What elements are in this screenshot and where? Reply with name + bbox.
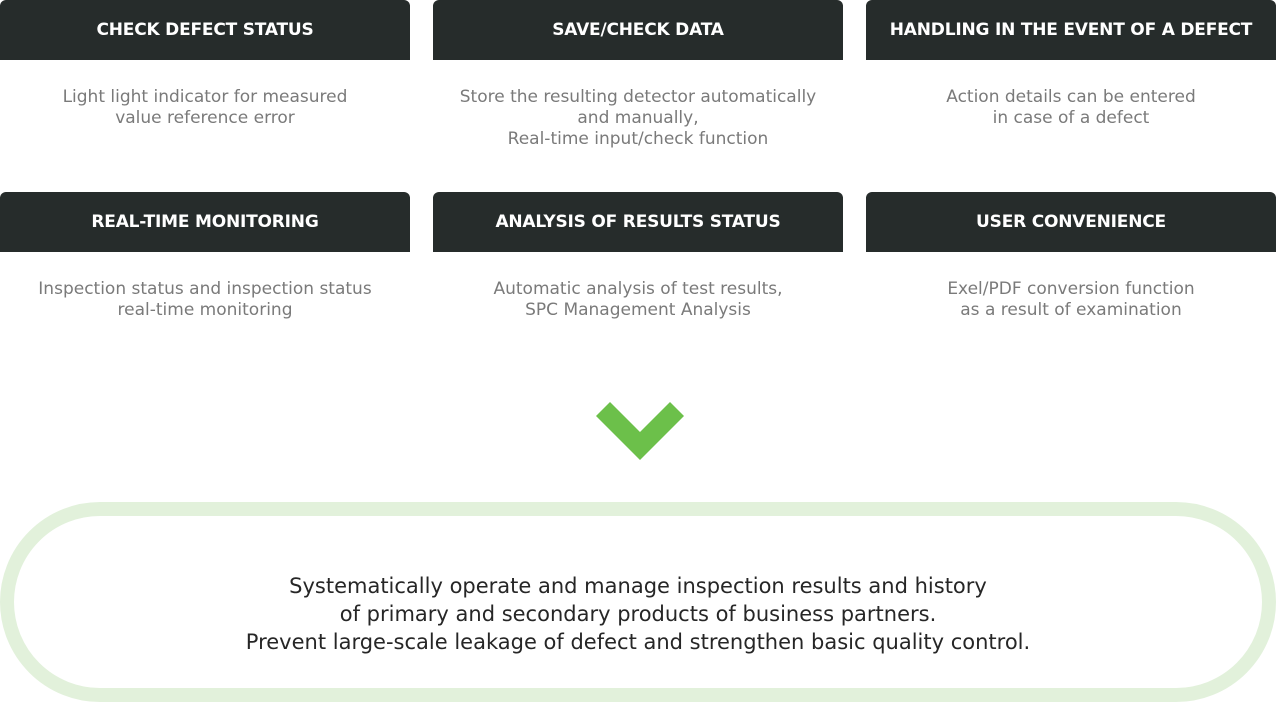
- feature-card-user-convenience: USER CONVENIENCE Exel/PDF conversion fun…: [866, 192, 1276, 321]
- feature-card-check-defect-status: CHECK DEFECT STATUS Light light indicato…: [0, 0, 410, 129]
- summary-line: Prevent large-scale leakage of defect an…: [245, 630, 1031, 654]
- card-description-line: Automatic analysis of test results,: [493, 279, 783, 299]
- summary-box: Systematically operate and manage inspec…: [0, 502, 1276, 702]
- feature-card-save-check-data: SAVE/CHECK DATA Store the resulting dete…: [433, 0, 843, 150]
- card-description-line: Action details can be entered: [946, 87, 1196, 107]
- card-description-line: Store the resulting detector automatical…: [459, 87, 817, 107]
- card-description: Store the resulting detector automatical…: [433, 60, 843, 150]
- card-description: Exel/PDF conversion function as a result…: [866, 252, 1276, 321]
- feature-card-real-time-monitoring: REAL-TIME MONITORING Inspection status a…: [0, 192, 410, 321]
- card-description-line: value reference error: [115, 108, 295, 128]
- card-title: REAL-TIME MONITORING: [0, 192, 410, 252]
- card-description: Inspection status and inspection status …: [0, 252, 410, 321]
- card-title: ANALYSIS OF RESULTS STATUS: [433, 192, 843, 252]
- card-description-line: Inspection status and inspection status: [38, 279, 372, 299]
- summary-line: of primary and secondary products of bus…: [339, 602, 937, 626]
- card-description: Light light indicator for measured value…: [0, 60, 410, 129]
- card-title: USER CONVENIENCE: [866, 192, 1276, 252]
- card-description-line: Real-time input/check function: [507, 129, 769, 149]
- card-description-line: Exel/PDF conversion function: [947, 279, 1195, 299]
- card-description-line: as a result of examination: [960, 300, 1182, 320]
- card-title: CHECK DEFECT STATUS: [0, 0, 410, 60]
- feature-card-handling-defect: HANDLING IN THE EVENT OF A DEFECT Action…: [866, 0, 1276, 129]
- card-description: Action details can be entered in case of…: [866, 60, 1276, 129]
- card-description-line: in case of a defect: [992, 108, 1150, 128]
- card-description-line: SPC Management Analysis: [525, 300, 751, 320]
- summary-line: Systematically operate and manage inspec…: [289, 574, 987, 598]
- summary-text: Systematically operate and manage inspec…: [14, 572, 1262, 656]
- card-description: Automatic analysis of test results, SPC …: [433, 252, 843, 321]
- card-description-line: and manually,: [577, 108, 699, 128]
- card-title: SAVE/CHECK DATA: [433, 0, 843, 60]
- feature-card-analysis-of-results: ANALYSIS OF RESULTS STATUS Automatic ana…: [433, 192, 843, 321]
- card-title: HANDLING IN THE EVENT OF A DEFECT: [866, 0, 1276, 60]
- card-description-line: Light light indicator for measured: [62, 87, 348, 107]
- chevron-down-icon: [596, 400, 684, 460]
- card-description-line: real-time monitoring: [117, 300, 293, 320]
